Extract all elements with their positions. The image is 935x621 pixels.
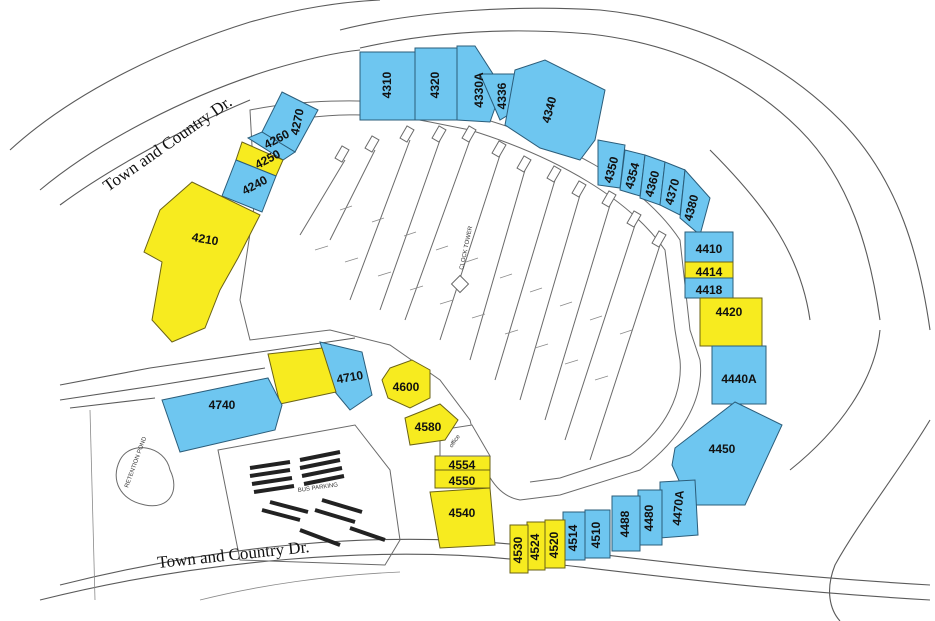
- unit-4410[interactable]: [684, 231, 734, 263]
- unit-label-4340: 4340: [539, 95, 560, 125]
- unit-label-4740: 4740: [209, 398, 236, 412]
- unit-label-4514: 4514: [566, 524, 580, 551]
- street-label-bottom: Town and Country Dr.: [156, 537, 310, 572]
- office-building: [439, 424, 491, 457]
- unit-4530[interactable]: [509, 524, 529, 574]
- unit-4580[interactable]: [404, 403, 459, 446]
- unit-label-4554: 4554: [449, 458, 476, 472]
- unit-label-4414: 4414: [696, 265, 723, 279]
- unit-label-4330A: 4330A: [472, 72, 486, 108]
- unit-4440A[interactable]: [711, 345, 767, 405]
- unit-4340[interactable]: [504, 59, 606, 161]
- unit-label-4450: 4450: [709, 442, 736, 456]
- unit-label-4470A: 4470A: [670, 489, 687, 526]
- unit-label-4520: 4520: [547, 531, 561, 558]
- unit-label-4210: 4210: [191, 230, 220, 248]
- unit-label-4410: 4410: [696, 242, 723, 256]
- unit-label-4380: 4380: [681, 193, 702, 223]
- buildings: [143, 45, 783, 574]
- unit-label-4420: 4420: [716, 305, 743, 319]
- clock-tower-icon: [450, 274, 470, 294]
- unit-4450[interactable]: [671, 401, 783, 506]
- unit-label-4580: 4580: [415, 420, 442, 434]
- unit-label-4550: 4550: [449, 474, 476, 488]
- unit-label-4530: 4530: [511, 536, 525, 563]
- unit-label-4510: 4510: [589, 521, 603, 548]
- retention-pond-label: RETENTION POND: [124, 436, 148, 489]
- unit-4210[interactable]: [143, 181, 261, 343]
- unit-4510[interactable]: [584, 509, 611, 559]
- unit-label-4360: 4360: [642, 169, 663, 199]
- unit-4740[interactable]: [161, 377, 283, 453]
- bus-parking-label: BUS PARKING: [297, 482, 338, 494]
- unit-label-4354: 4354: [622, 161, 643, 191]
- unit-4600[interactable]: [381, 359, 431, 409]
- unit-4540[interactable]: [429, 487, 496, 549]
- unit-label-4310: 4310: [380, 71, 394, 98]
- unit-label-4524: 4524: [528, 533, 542, 560]
- unit-label-4440A: 4440A: [721, 372, 757, 386]
- unit-label-4350: 4350: [601, 155, 622, 185]
- unit-label-4320: 4320: [428, 71, 442, 98]
- unit-4320[interactable]: [414, 47, 458, 121]
- unit-4310[interactable]: [359, 51, 416, 121]
- bus-parking-area: [217, 424, 401, 566]
- unit-label-4370: 4370: [662, 177, 683, 207]
- unit-label-4480: 4480: [642, 504, 656, 531]
- unit-label-4418: 4418: [696, 283, 723, 297]
- parking-rows: [299, 125, 667, 461]
- unit-label-4270: 4270: [288, 107, 307, 136]
- street-label-top: Town and Country Dr.: [99, 92, 235, 195]
- unit-4488[interactable]: [611, 495, 641, 552]
- unit-4420[interactable]: [699, 297, 763, 347]
- unit-label-4710: 4710: [335, 368, 364, 386]
- unit-label-4488: 4488: [618, 510, 632, 537]
- unit-4240[interactable]: [221, 159, 277, 213]
- unit-label-4600: 4600: [393, 380, 420, 394]
- clock-tower-label: CLOCK TOWER: [459, 225, 474, 270]
- unit-label-4540: 4540: [449, 506, 476, 520]
- unit-label-4336: 4336: [495, 82, 509, 109]
- retention-pond: [115, 447, 175, 507]
- unit-4720[interactable]: [267, 347, 337, 405]
